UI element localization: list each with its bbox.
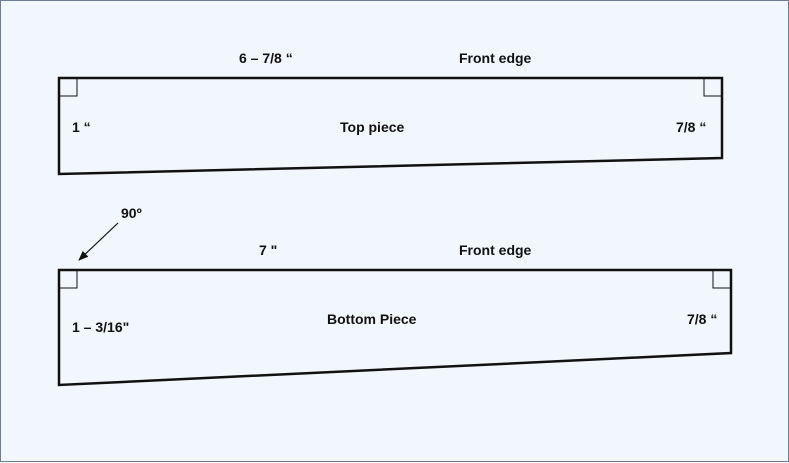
top-piece-left-height-label: 1 “	[72, 119, 91, 135]
angle-pointer-arrow	[78, 222, 119, 261]
bottom-piece-left-right-angle-marker	[58, 269, 78, 289]
top-piece-length-label: 6 – 7/8 “	[239, 50, 293, 66]
top-piece-left-right-angle-marker	[58, 77, 78, 97]
bottom-piece-outline	[57, 268, 733, 387]
angle-label: 90º	[121, 205, 142, 221]
bottom-piece-left-height-label: 1 – 3/16"	[72, 319, 130, 335]
bottom-piece-name-label: Bottom Piece	[327, 311, 417, 327]
bottom-piece-front-edge-label: Front edge	[459, 242, 532, 258]
top-piece-outline	[57, 76, 724, 176]
bottom-piece-length-label: 7 "	[259, 242, 278, 258]
bottom-piece-right-right-angle-marker	[712, 269, 732, 289]
top-piece-name-label: Top piece	[340, 119, 405, 135]
top-piece-front-edge-label: Front edge	[459, 50, 532, 66]
bottom-piece-right-height-label: 7/8 “	[687, 311, 718, 327]
top-piece-right-right-angle-marker	[703, 77, 723, 97]
top-piece-right-height-label: 7/8 “	[676, 119, 707, 135]
